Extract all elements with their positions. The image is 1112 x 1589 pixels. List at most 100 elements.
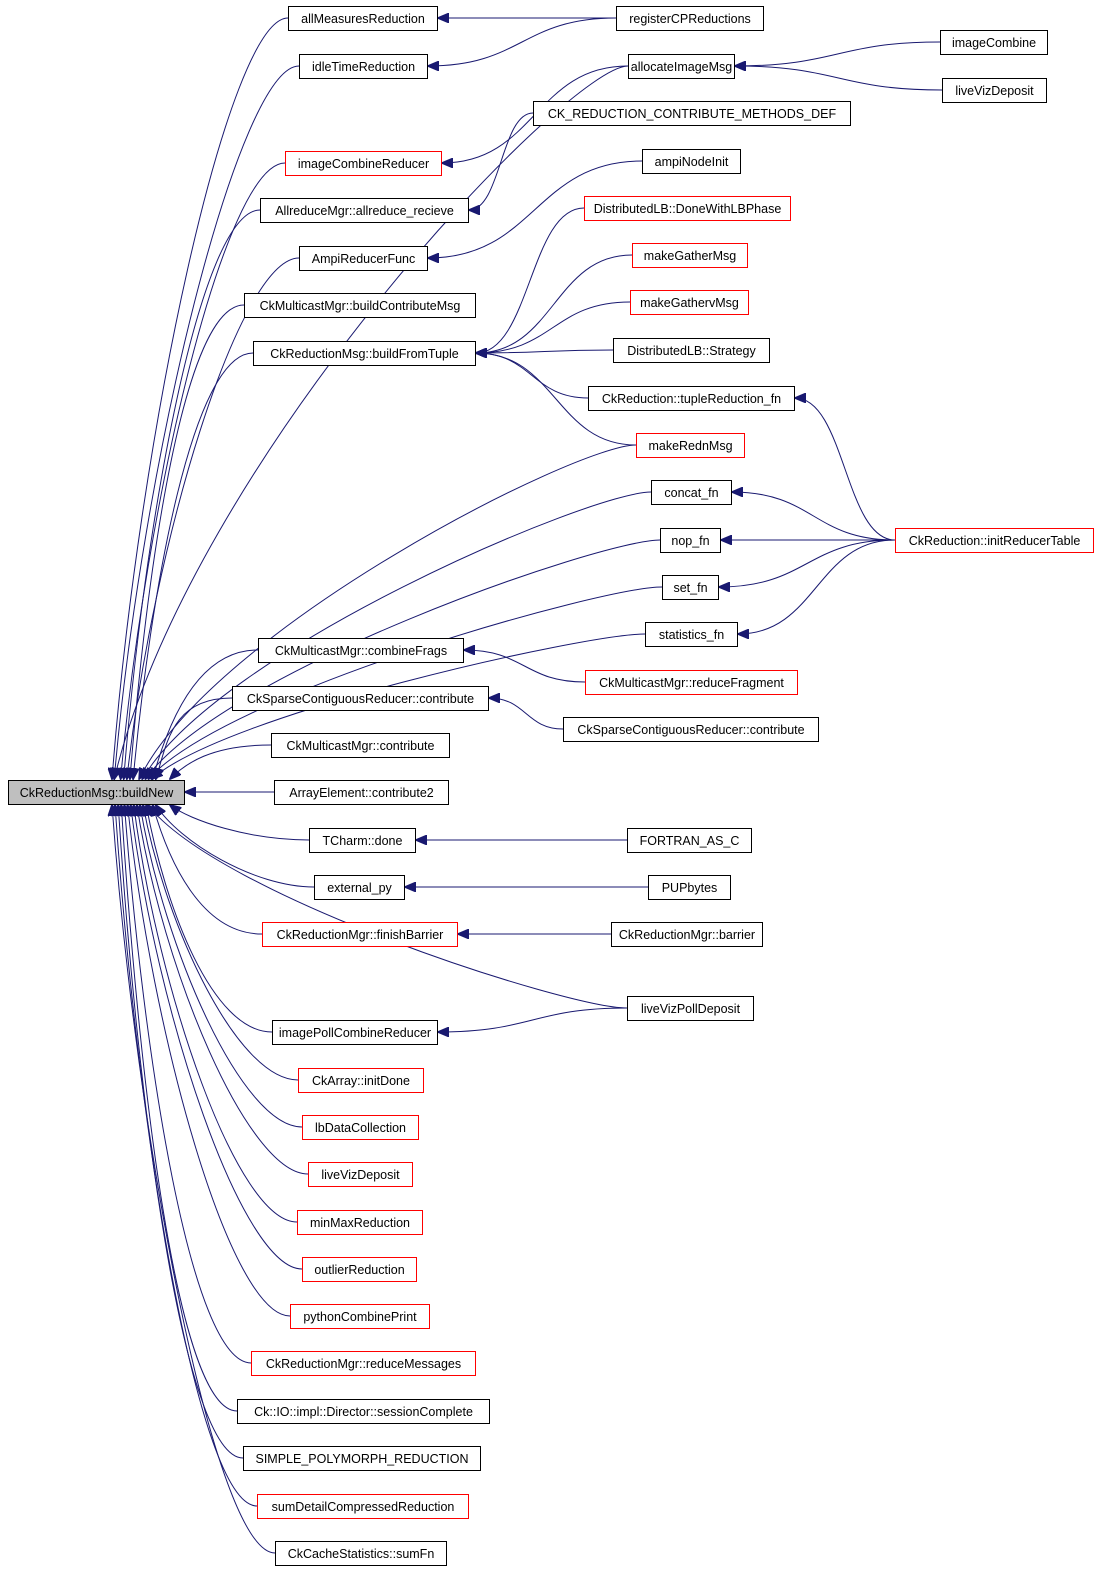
node-sparseContribute2[interactable]: CkSparseContiguousReducer::contribute <box>563 717 819 742</box>
node-label: Ck::IO::impl::Director::sessionComplete <box>254 1405 473 1419</box>
node-box <box>298 1068 424 1093</box>
node-initDone[interactable]: CkArray::initDone <box>298 1068 424 1093</box>
edge-ampiNodeInit-to-AmpiReducerFunc <box>428 160 643 258</box>
edge-initReducerTable-to-set_fn <box>719 539 896 587</box>
node-makeGathervMsg[interactable]: makeGathervMsg <box>630 290 749 315</box>
edge-minMaxReduction-to-buildNew <box>134 805 298 1223</box>
node-box <box>636 433 745 458</box>
node-registerCPReductions[interactable]: registerCPReductions <box>616 6 764 31</box>
node-label: AmpiReducerFunc <box>312 252 416 266</box>
node-pythonCombinePrint[interactable]: pythonCombinePrint <box>290 1304 430 1329</box>
node-concat_fn[interactable]: concat_fn <box>651 480 732 505</box>
edge-reduceMessages-to-buildNew <box>124 805 252 1364</box>
node-label: imageCombineReducer <box>298 157 429 171</box>
node-TCharmDone[interactable]: TCharm::done <box>309 828 416 853</box>
node-label: statistics_fn <box>659 628 724 642</box>
node-set_fn[interactable]: set_fn <box>662 575 719 600</box>
node-box <box>262 922 458 947</box>
node-combineFrags[interactable]: CkMulticastMgr::combineFrags <box>258 638 464 663</box>
node-liveVizPollDeposit[interactable]: liveVizPollDeposit <box>627 996 754 1021</box>
node-makeRednMsg[interactable]: makeRednMsg <box>636 433 745 458</box>
edge-outlierReduction-to-buildNew <box>131 805 303 1270</box>
node-barrier[interactable]: CkReductionMgr::barrier <box>611 922 763 947</box>
edge-initReducerTable-to-tupleReduction_fn <box>795 398 896 541</box>
node-AmpiReducerFunc[interactable]: AmpiReducerFunc <box>299 246 428 271</box>
node-sparseContribute1[interactable]: CkSparseContiguousReducer::contribute <box>232 686 489 711</box>
node-minMaxReduction[interactable]: minMaxReduction <box>297 1210 423 1235</box>
edge-makeGatherMsg-to-buildFromTuple <box>476 254 633 353</box>
node-initReducerTable[interactable]: CkReduction::initReducerTable <box>895 528 1094 553</box>
node-label: minMaxReduction <box>310 1216 410 1230</box>
node-SIMPLE_POLYMORPH_REDUCTION[interactable]: SIMPLE_POLYMORPH_REDUCTION <box>243 1446 481 1471</box>
node-idleTimeReduction[interactable]: idleTimeReduction <box>299 54 428 79</box>
edge-CK_REDUCTION_CONTRIBUTE_METHODS_DEF-to-allreduce_recieve <box>469 112 534 210</box>
node-liveVizDeposit2[interactable]: liveVizDeposit <box>308 1162 413 1187</box>
node-nop_fn[interactable]: nop_fn <box>660 528 721 553</box>
node-label: PUPbytes <box>662 881 718 895</box>
node-box <box>290 1304 430 1329</box>
node-buildContributeMsg[interactable]: CkMulticastMgr::buildContributeMsg <box>244 293 476 318</box>
node-imagePollCombineReducer[interactable]: imagePollCombineReducer <box>272 1020 438 1045</box>
node-buildFromTuple[interactable]: CkReductionMsg::buildFromTuple <box>253 341 476 366</box>
node-ampiNodeInit[interactable]: ampiNodeInit <box>642 149 741 174</box>
node-finishBarrier[interactable]: CkReductionMgr::finishBarrier <box>262 922 458 947</box>
node-box <box>627 828 752 853</box>
edge-imageCombine-to-allocateImageMsg <box>735 41 941 66</box>
node-sumDetailCompressedReduction[interactable]: sumDetailCompressedReduction <box>257 1494 469 1519</box>
node-label: idleTimeReduction <box>312 60 415 74</box>
node-liveVizDeposit1[interactable]: liveVizDeposit <box>942 78 1047 103</box>
edge-allMeasuresReduction-to-buildNew <box>112 17 289 779</box>
edge-combineFrags-to-buildNew <box>153 649 259 779</box>
node-box <box>299 246 428 271</box>
node-CK_REDUCTION_CONTRIBUTE_METHODS_DEF[interactable]: CK_REDUCTION_CONTRIBUTE_METHODS_DEF <box>533 101 851 126</box>
node-box <box>314 875 405 900</box>
node-box <box>940 30 1048 55</box>
node-box <box>309 828 416 853</box>
node-box <box>627 996 754 1021</box>
node-label: CkSparseContiguousReducer::contribute <box>577 723 804 737</box>
node-Strategy[interactable]: DistributedLB::Strategy <box>613 338 770 363</box>
node-label: pythonCombinePrint <box>303 1310 417 1324</box>
node-box <box>563 717 819 742</box>
node-PUPbytes[interactable]: PUPbytes <box>648 875 731 900</box>
node-label: AllreduceMgr::allreduce_recieve <box>275 204 454 218</box>
node-box <box>244 293 476 318</box>
node-label: concat_fn <box>664 486 718 500</box>
node-label: allocateImageMsg <box>631 60 732 74</box>
edge-TCharmDone-to-buildNew <box>170 805 310 841</box>
node-sessionComplete[interactable]: Ck::IO::impl::Director::sessionComplete <box>237 1399 490 1424</box>
node-tupleReduction_fn[interactable]: CkReduction::tupleReduction_fn <box>588 386 795 411</box>
node-label: CkSparseContiguousReducer::contribute <box>247 692 474 706</box>
node-external_py[interactable]: external_py <box>314 875 405 900</box>
node-label: TCharm::done <box>323 834 403 848</box>
node-outlierReduction[interactable]: outlierReduction <box>302 1257 417 1282</box>
node-allocateImageMsg[interactable]: allocateImageMsg <box>628 54 735 79</box>
node-box <box>275 1541 447 1566</box>
node-contribute2[interactable]: ArrayElement::contribute2 <box>274 780 449 805</box>
node-box <box>588 386 795 411</box>
node-lbDataCollection[interactable]: lbDataCollection <box>302 1115 419 1140</box>
node-DoneWithLBPhase[interactable]: DistributedLB::DoneWithLBPhase <box>584 196 791 221</box>
node-imageCombine[interactable]: imageCombine <box>940 30 1048 55</box>
node-allreduce_recieve[interactable]: AllreduceMgr::allreduce_recieve <box>260 198 469 223</box>
node-box <box>8 780 185 805</box>
node-sumFn[interactable]: CkCacheStatistics::sumFn <box>275 1541 447 1566</box>
node-label: CkReductionMsg::buildNew <box>20 786 175 800</box>
node-box <box>895 528 1094 553</box>
node-FORTRAN_AS_C[interactable]: FORTRAN_AS_C <box>627 828 752 853</box>
node-allMeasuresReduction[interactable]: allMeasuresReduction <box>288 6 438 31</box>
node-box <box>260 198 469 223</box>
edge-sparseContribute2-to-sparseContribute1 <box>489 698 564 730</box>
node-label: CK_REDUCTION_CONTRIBUTE_METHODS_DEF <box>548 107 837 121</box>
node-label: CkMulticastMgr::combineFrags <box>275 644 447 658</box>
node-multicastContribute[interactable]: CkMulticastMgr::contribute <box>271 733 450 758</box>
node-box <box>630 290 749 315</box>
node-statistics_fn[interactable]: statistics_fn <box>645 622 738 647</box>
node-box <box>297 1210 423 1235</box>
node-imageCombineReducer[interactable]: imageCombineReducer <box>285 151 442 176</box>
node-box <box>584 196 791 221</box>
node-reduceMessages[interactable]: CkReductionMgr::reduceMessages <box>251 1351 476 1376</box>
node-reduceFragment[interactable]: CkMulticastMgr::reduceFragment <box>585 670 798 695</box>
node-makeGatherMsg[interactable]: makeGatherMsg <box>632 243 748 268</box>
node-label: CkMulticastMgr::reduceFragment <box>599 676 784 690</box>
